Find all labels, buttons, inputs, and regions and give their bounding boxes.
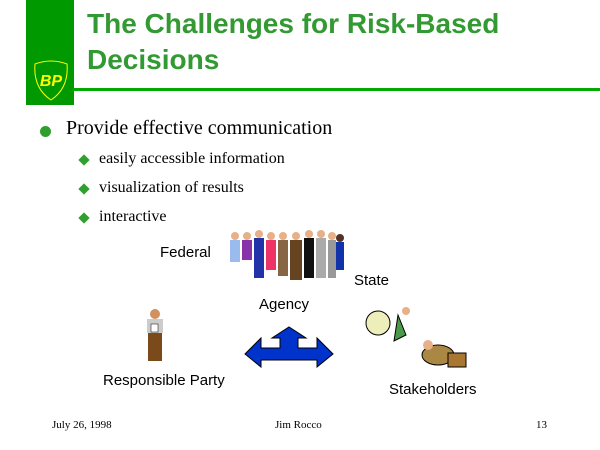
- bullet-text: Provide effective communication: [66, 117, 333, 139]
- footer-date: July 26, 1998: [52, 419, 112, 431]
- svg-text:BP: BP: [40, 73, 63, 90]
- sub-bullet: easily accessible information: [99, 150, 285, 167]
- agency-people-icon: [230, 230, 344, 280]
- label-responsible-party: Responsible Party: [103, 372, 225, 389]
- sub-bullet: interactive: [99, 208, 167, 225]
- label-agency: Agency: [259, 296, 310, 313]
- bp-logo-icon: BP: [34, 60, 68, 101]
- label-state: State: [354, 272, 390, 289]
- label-stakeholders: Stakeholders: [389, 381, 477, 398]
- logo-block: BP: [26, 0, 74, 105]
- three-way-arrow-icon: [244, 326, 334, 368]
- stakeholders-people-icon: [365, 307, 467, 368]
- footer-page-number: 13: [536, 419, 547, 431]
- sub-bullet: visualization of results: [99, 179, 244, 196]
- bullet-icon: [40, 126, 51, 137]
- footer-author: Jim Rocco: [275, 419, 322, 431]
- label-federal: Federal: [160, 244, 211, 261]
- title-line-2: Decisions: [87, 44, 220, 75]
- slide-title: The Challenges for Risk-Based Decisions: [87, 6, 499, 78]
- diamond-bullet-icon: [78, 154, 90, 166]
- title-rule: [73, 88, 600, 91]
- diamond-bullet-icon: [78, 183, 90, 195]
- diamond-bullet-icon: [78, 212, 90, 224]
- responsible-party-person-icon: [147, 309, 163, 361]
- title-line-1: The Challenges for Risk-Based: [87, 8, 500, 39]
